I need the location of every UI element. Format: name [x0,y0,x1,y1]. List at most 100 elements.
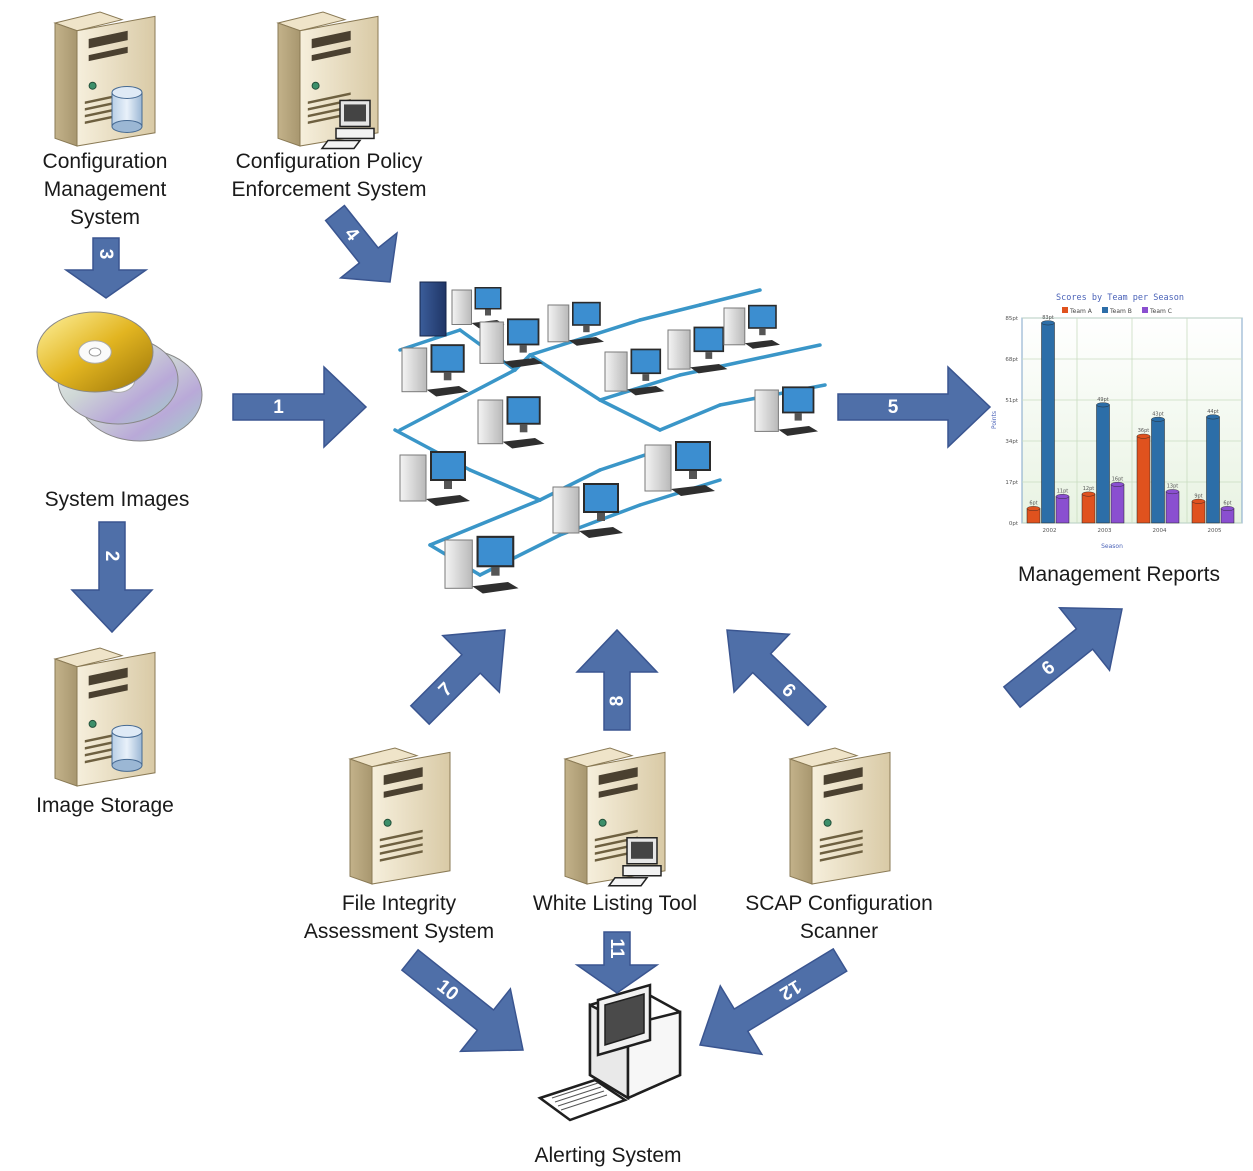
arrow-shape [70,521,154,634]
workstation-icon [723,304,780,349]
network-cable [398,328,462,352]
chart-bar-cap [1026,506,1041,511]
system-images-label: System Images [17,486,217,514]
chart-bar [1151,419,1165,524]
file-integrity-label: File Integrity Assessment System [285,890,513,946]
chart-bar-cap [1136,433,1151,439]
data-label: 43pt [1152,411,1164,417]
config-management-server-icon [53,11,156,147]
y-tick-label: 17pt [1005,480,1018,486]
label-line: Image Storage [36,794,174,817]
label-line: Management [43,178,167,201]
chart-bar-cap [1206,414,1220,420]
arrow-2: 2 [70,521,154,634]
arrow-shape [698,947,848,1056]
workstation-icon [401,344,469,397]
arrow-5: 5 [837,365,992,449]
arrow-10: 10 [400,948,524,1053]
data-label: 12pt [1083,486,1095,492]
image-storage-label: Image Storage [5,792,205,820]
config-management-system-label: Configuration Management System [10,148,200,232]
network-cable [638,303,702,322]
workstation-icon [399,451,470,506]
network-cable [528,318,642,357]
network-picture [393,280,827,600]
x-axis-label: Season [1101,543,1123,550]
workstation-icon [604,348,665,396]
chart-title: Scores by Team per Season [1056,293,1184,303]
chart-bar [1096,404,1110,524]
workstation-icon [552,483,623,538]
management-reports-label: Management Reports [990,561,1248,589]
y-axis-label: Points [991,411,998,429]
x-tick-label: 2004 [1153,528,1167,534]
workstation-icon [479,318,543,368]
arrow-number-label: 1 [273,397,284,418]
config-policy-enforcement-label: Configuration Policy Enforcement System [200,148,458,204]
workstation-icon [644,441,715,496]
legend-swatch [1142,307,1148,313]
chart-bar-cap [1041,320,1055,326]
data-label: 36pt [1138,428,1150,434]
y-tick-label: 34pt [1005,439,1018,445]
workstation-icon [754,386,818,436]
workstation-icon [444,535,519,594]
chart-bar [1081,493,1096,524]
data-label: 83pt [1042,315,1054,321]
system-images-icon [36,311,203,442]
chart-bar-cap [1191,498,1206,504]
chart-bar-cap [1081,491,1096,497]
y-tick-label: 85pt [1005,316,1018,322]
arrow-shape [400,948,524,1053]
arrow-number-label: 11 [606,938,627,959]
legend-swatch [1102,307,1108,313]
chart-bar [1041,322,1055,524]
network-cable [698,288,762,307]
arrow-1: 1 [232,365,368,449]
chart-bar-cap [1165,489,1180,495]
label-line: Assessment System [303,920,495,943]
data-label: 49pt [1097,397,1109,403]
chart-bar-cap [1096,402,1110,408]
x-tick-label: 2003 [1098,528,1112,534]
chart-bar [1191,501,1206,524]
server-tower-icon [419,281,447,337]
label-line: SCAP Configuration [745,892,933,915]
network-cable [598,373,682,402]
arrow-7: 7 [409,629,506,726]
data-label: 13pt [1167,484,1179,490]
workstation-icon [547,301,604,346]
workstation-icon [667,326,728,374]
y-tick-label: 0pt [1009,521,1019,527]
network-cable [658,403,722,432]
workstation-icon [477,396,545,449]
arrow-shape [1002,606,1123,709]
scap-scanner-label: SCAP Configuration Scanner [722,890,956,946]
scap-scanner-server-icon [788,747,891,885]
chart-bar-cap [1055,494,1070,499]
label-line: Alerting System [534,1144,682,1167]
arrow-shape [574,931,660,994]
chart-bar [1136,435,1151,524]
chart-bar [1110,484,1125,524]
label-line: Scanner [799,920,879,943]
policy-enforcement-server-icon [276,11,379,150]
chart-bar [1165,491,1180,524]
arrow-8: 8 [575,628,659,731]
chart-bar [1206,416,1220,524]
label-line: Management Reports [1018,563,1220,586]
arrow-shape [726,629,828,727]
arrow-12: 12 [698,947,848,1056]
arrow-shape [575,628,659,731]
white-listing-tool-label: White Listing Tool [510,890,720,918]
data-label: 44pt [1207,409,1219,415]
label-line: System Images [44,488,190,511]
x-tick-label: 2005 [1208,528,1222,534]
legend-swatch [1062,307,1068,313]
network-cable [428,498,542,547]
arrow-number-label: 2 [101,551,122,562]
chart-bar-cap [1110,482,1125,487]
